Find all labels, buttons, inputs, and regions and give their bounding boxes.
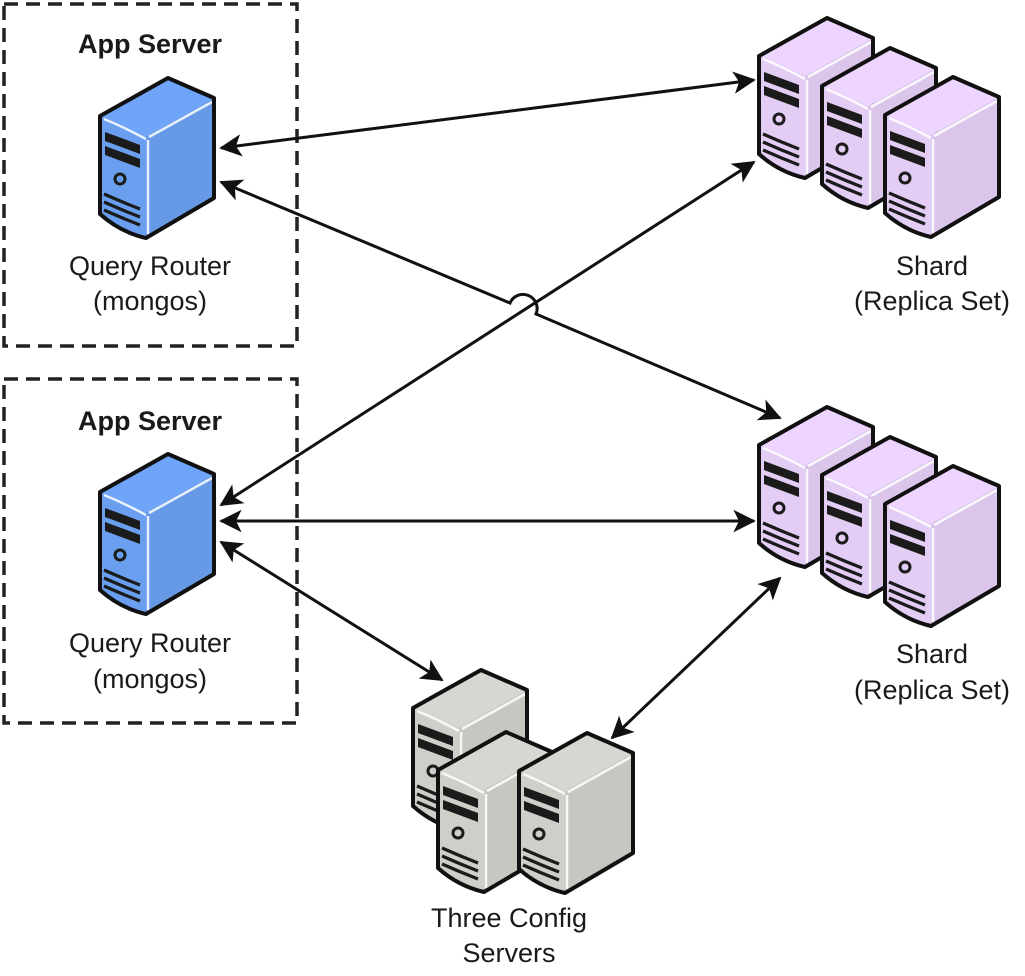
replica-set-label: (Replica Set) bbox=[854, 675, 1010, 705]
shard-label: Shard bbox=[896, 251, 968, 281]
arrow-config-shard2 bbox=[610, 576, 782, 740]
app-server-box-2: App Server Query Router (mongos) bbox=[2, 377, 299, 725]
arrow-router2-shard1 bbox=[219, 160, 756, 507]
app-server-label: App Server bbox=[78, 29, 223, 59]
shard-1: Shard (Replica Set) bbox=[759, 18, 1010, 316]
app-server-label: App Server bbox=[78, 406, 223, 436]
config-servers-label: Three Config bbox=[431, 903, 587, 933]
query-router-server-icon bbox=[100, 78, 214, 238]
query-router-label: Query Router bbox=[69, 251, 231, 281]
replica-set-label: (Replica Set) bbox=[854, 286, 1010, 316]
mongos-label: (mongos) bbox=[93, 664, 207, 694]
connections bbox=[219, 71, 782, 740]
query-router-label: Query Router bbox=[69, 628, 231, 658]
arrow-router2-config bbox=[219, 540, 444, 682]
shard-2: Shard (Replica Set) bbox=[759, 407, 1010, 705]
arrow-router1-shard1 bbox=[219, 71, 756, 157]
app-server-box-1: App Server Query Router (mongos) bbox=[2, 2, 299, 348]
query-router-server-icon bbox=[100, 454, 214, 614]
config-servers: Three Config Servers bbox=[413, 670, 633, 968]
arrow-router1-shard2 bbox=[219, 179, 782, 421]
shard-label: Shard bbox=[896, 639, 968, 669]
config-servers-label-line2: Servers bbox=[462, 938, 555, 968]
mongos-label: (mongos) bbox=[93, 286, 207, 316]
